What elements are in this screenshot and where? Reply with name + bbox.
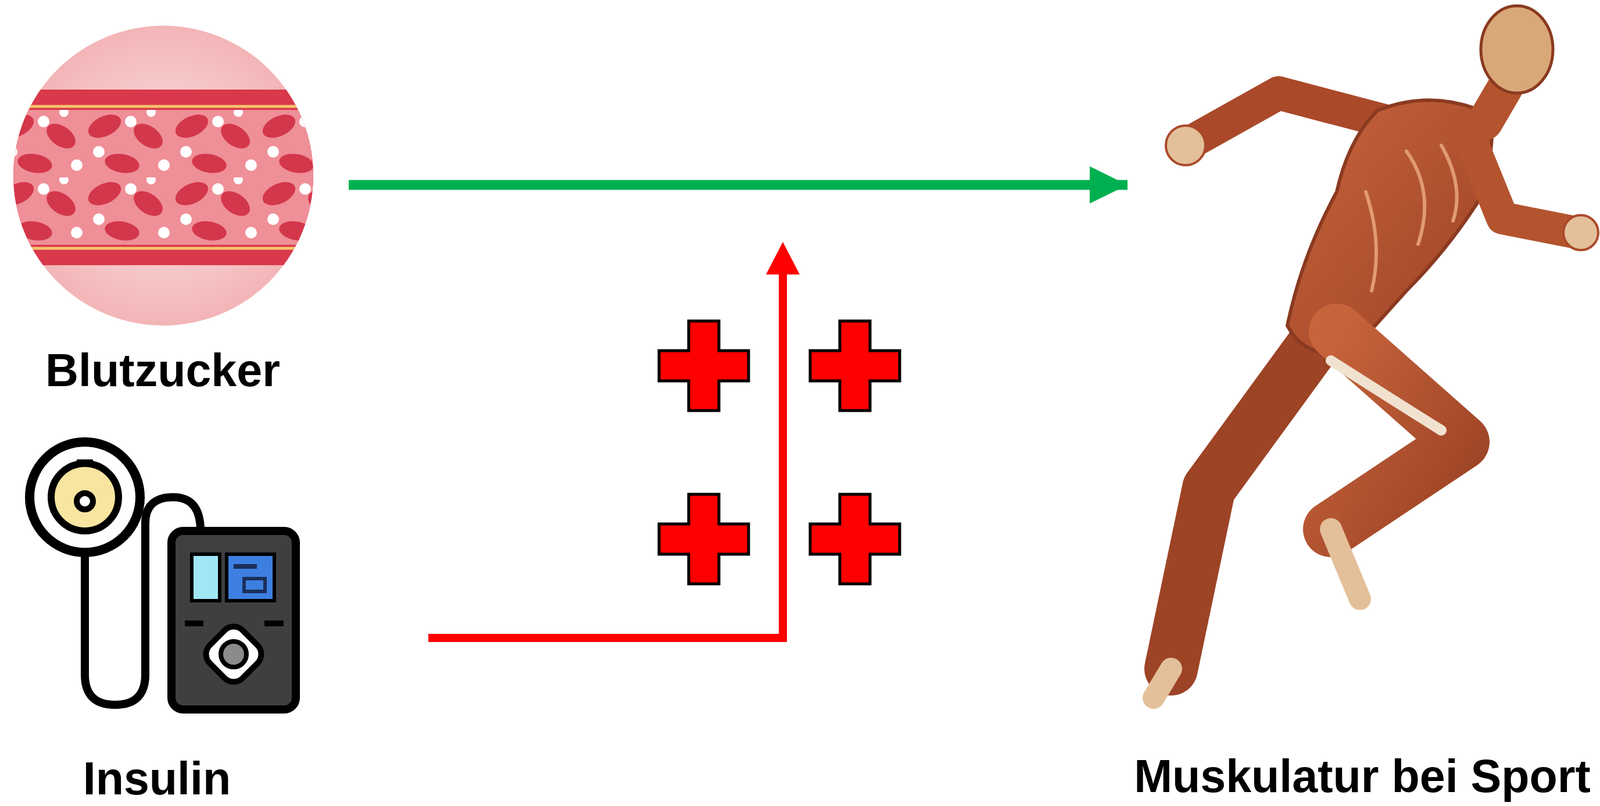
connectors bbox=[348, 184, 1128, 186]
back-foot bbox=[1153, 668, 1172, 698]
flow-arrow bbox=[348, 180, 1128, 191]
insulin-pump-icon bbox=[29, 441, 296, 710]
front-arm bbox=[1464, 124, 1577, 233]
plus-symbol bbox=[810, 494, 900, 584]
pump-dial-inner bbox=[51, 463, 119, 531]
pump-panel-line bbox=[233, 563, 257, 569]
neck bbox=[1484, 87, 1506, 123]
pump-body bbox=[171, 530, 296, 710]
pump-slot bbox=[184, 620, 204, 626]
front-leg bbox=[1330, 331, 1462, 529]
thigh-tendon bbox=[1330, 360, 1442, 431]
pump-slot bbox=[264, 620, 284, 626]
vessel-line bbox=[0, 105, 349, 109]
node-label: Muskulatur bei Sport bbox=[1133, 752, 1591, 799]
node-label: Insulin bbox=[83, 754, 232, 801]
head bbox=[1480, 5, 1553, 93]
muscle-node: Muskulatur bei Sport bbox=[1129, 5, 1595, 799]
pump-button-center bbox=[220, 641, 247, 667]
pump-screen bbox=[191, 553, 220, 601]
blood-sugar-node: Blutzucker bbox=[11, 23, 314, 393]
insulin-pump-node: Insulin bbox=[23, 430, 291, 801]
back-hand bbox=[1165, 125, 1206, 166]
pump-dial-center bbox=[76, 492, 93, 510]
back-leg bbox=[1171, 337, 1320, 669]
pump-dial-tick bbox=[76, 459, 93, 466]
front-foot bbox=[1330, 528, 1360, 599]
pump-panel bbox=[226, 553, 275, 601]
insulin-arrowhead bbox=[766, 241, 800, 275]
pump-panel-box bbox=[244, 578, 266, 592]
front-hand bbox=[1563, 215, 1599, 250]
vessel-line bbox=[0, 247, 349, 250]
blood-vessel-illustration bbox=[0, 25, 349, 326]
blood-cells bbox=[0, 109, 349, 245]
plus-symbol bbox=[659, 320, 749, 411]
muscle-lines bbox=[1365, 145, 1458, 291]
runner-figure bbox=[1153, 5, 1599, 698]
node-label: Blutzucker bbox=[45, 346, 281, 393]
vessel-wall bbox=[0, 89, 349, 266]
insulin-effect-arrow bbox=[428, 241, 800, 638]
insulin-line bbox=[428, 271, 783, 638]
plus-symbol bbox=[659, 494, 749, 584]
plus-symbol bbox=[810, 320, 900, 411]
pump-buttons bbox=[200, 620, 267, 687]
plus-symbols bbox=[659, 320, 900, 584]
pump-dial bbox=[29, 441, 141, 553]
